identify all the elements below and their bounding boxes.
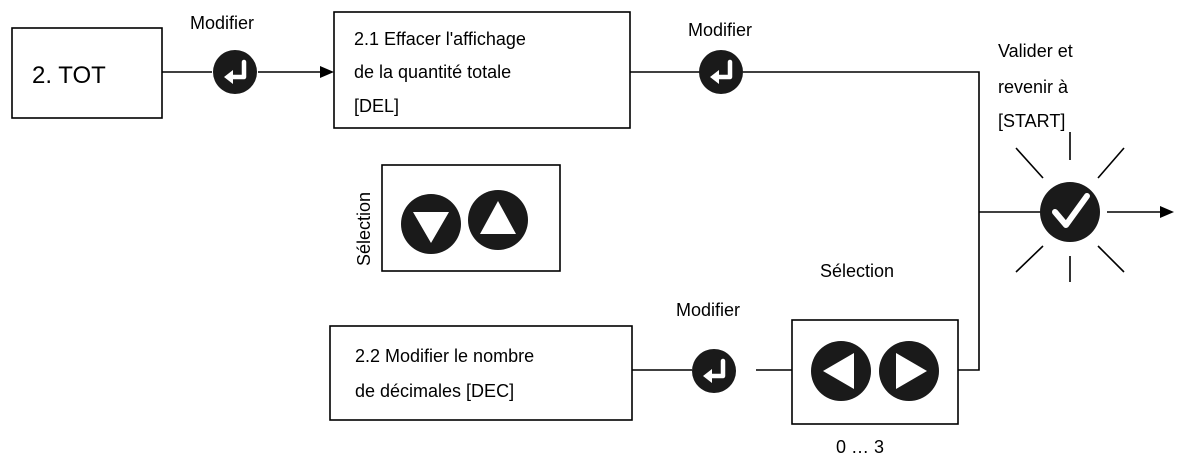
node-clear-display-line: de la quantité totale: [354, 62, 511, 82]
node-decimals-line: de décimales [DEC]: [355, 381, 514, 401]
node-decimals-line: 2.2 Modifier le nombre: [355, 346, 534, 366]
node-clear-display-line: 2.1 Effacer l'affichage: [354, 29, 526, 49]
enter-icon[interactable]: [213, 50, 257, 94]
checkmark-icon[interactable]: [1040, 182, 1100, 242]
left-triangle-icon[interactable]: [811, 341, 871, 401]
blink-rays: [1015, 132, 1125, 282]
range-label: 0 … 3: [836, 437, 884, 457]
down-triangle-icon[interactable]: [401, 194, 461, 254]
arrowhead: [320, 66, 334, 78]
blink-ray: [1015, 147, 1044, 179]
right-triangle-icon[interactable]: [879, 341, 939, 401]
modifier-label: Modifier: [190, 13, 254, 33]
selection-label-horizontal: Sélection: [820, 261, 894, 281]
confirm-label-line: revenir à: [998, 77, 1069, 97]
node-decimals: 2.2 Modifier le nombre de décimales [DEC…: [329, 325, 633, 421]
connectors: [162, 71, 1162, 371]
arrowhead: [1160, 206, 1174, 218]
selection-label-vertical: Sélection: [354, 192, 374, 266]
blink-ray: [1097, 245, 1125, 273]
start-node: 2. TOT: [11, 27, 163, 119]
enter-icon[interactable]: [692, 349, 736, 393]
connector-line: [743, 71, 980, 371]
blink-ray: [1097, 147, 1125, 179]
start-node-label: 2. TOT: [32, 62, 106, 89]
up-triangle-icon[interactable]: [468, 190, 528, 250]
modifier-label: Modifier: [688, 20, 752, 40]
node-clear-display: 2.1 Effacer l'affichage de la quantité t…: [333, 11, 631, 129]
blink-ray: [1015, 245, 1044, 273]
node-clear-display-line: [DEL]: [354, 96, 399, 116]
arrowheads: [320, 66, 1174, 218]
modifier-label: Modifier: [676, 300, 740, 320]
confirm-label-line: [START]: [998, 111, 1065, 131]
confirm-label-line: Valider et: [998, 41, 1073, 61]
enter-icon[interactable]: [699, 50, 743, 94]
